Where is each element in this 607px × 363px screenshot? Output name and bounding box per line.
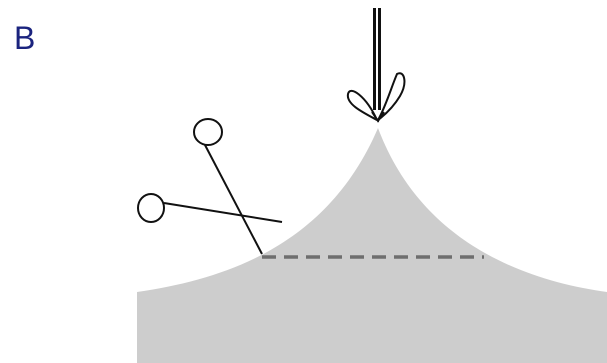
tissue-mound xyxy=(137,128,607,363)
forceps-icon xyxy=(348,8,405,121)
scissors-icon xyxy=(138,119,282,254)
